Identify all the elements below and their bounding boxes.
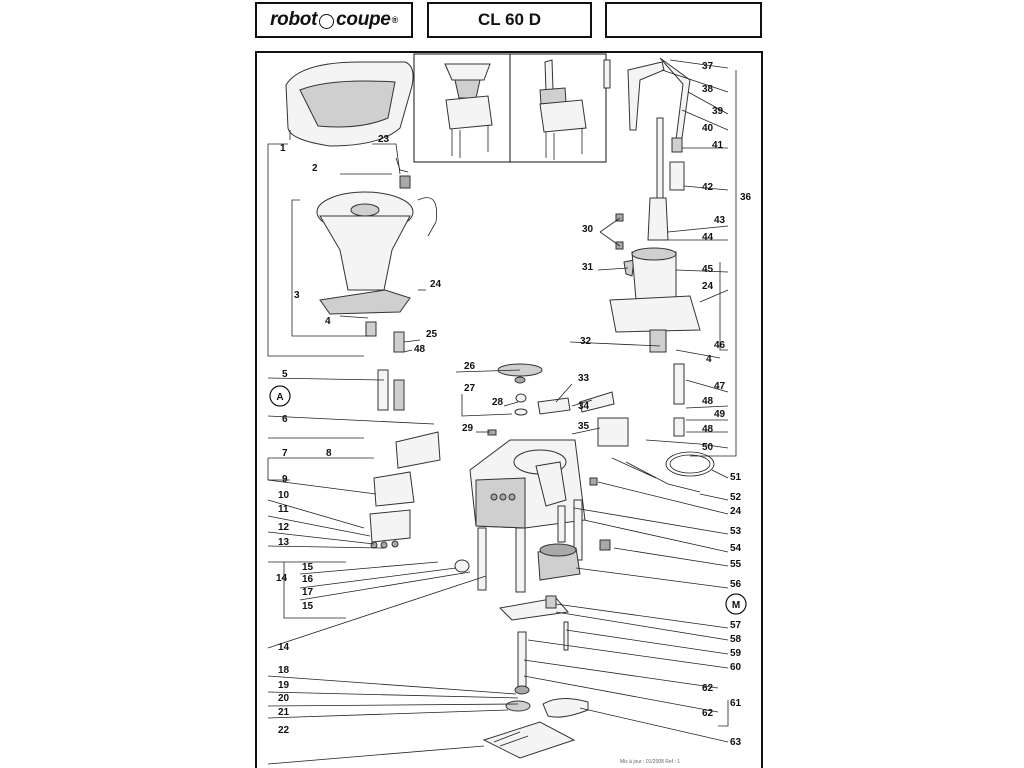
- part-motor: [454, 539, 611, 759]
- part-label-52: 52: [730, 492, 742, 503]
- part-label-36: 36: [740, 192, 752, 203]
- part-label-42: 42: [702, 182, 714, 193]
- part-label-61: 61: [730, 698, 742, 709]
- part-label-30: 30: [582, 224, 594, 235]
- part-label-12: 12: [278, 522, 290, 533]
- model-title-box: CL 60 D: [427, 2, 592, 38]
- brand-name-left: robot: [270, 9, 318, 30]
- registered-mark: ®: [391, 15, 399, 25]
- part-pusher-assembly: [603, 57, 701, 445]
- part-label-20: 20: [278, 693, 290, 704]
- part-label-53: 53: [730, 526, 742, 537]
- part-label-35: 35: [578, 421, 590, 432]
- part-label-18: 18: [278, 665, 290, 676]
- footer-note: Mis à jour : 01/2008 Ref : 1: [620, 759, 681, 765]
- model-title: CL 60 D: [478, 10, 541, 29]
- part-label-56: 56: [730, 579, 742, 590]
- part-label-62a: 62: [702, 683, 714, 694]
- thumb-machine-pusher: [539, 59, 587, 160]
- part-label-33: 33: [578, 373, 590, 384]
- part-label-24b: 24: [702, 281, 714, 292]
- part-label-54: 54: [730, 543, 742, 554]
- part-label-45: 45: [702, 264, 714, 275]
- part-label-23: 23: [378, 134, 390, 145]
- part-label-37: 37: [702, 61, 714, 72]
- part-label-48c: 48: [702, 424, 714, 435]
- blank-header-box: [605, 2, 762, 38]
- part-label-1: 1: [280, 143, 286, 154]
- part-label-22: 22: [278, 725, 290, 736]
- svg-text:M: M: [732, 600, 740, 611]
- part-label-4: 4: [325, 316, 331, 327]
- part-machine-base: [469, 439, 586, 593]
- part-label-46: 46: [714, 340, 726, 351]
- brand-name-right: coupe: [336, 9, 391, 30]
- part-label-32: 32: [580, 336, 592, 347]
- part-label-14b: 14: [278, 642, 290, 653]
- part-label-63: 63: [730, 737, 742, 748]
- part-label-40: 40: [702, 123, 714, 134]
- part-label-26: 26: [464, 361, 476, 372]
- part-label-17: 17: [302, 587, 314, 598]
- part-label-39: 39: [712, 106, 724, 117]
- part-label-41: 41: [712, 140, 724, 151]
- part-label-4b: 4: [706, 354, 712, 365]
- part-switches-and-cables: [369, 369, 715, 549]
- part-label-31: 31: [582, 262, 594, 273]
- part-label-15a: 15: [302, 562, 314, 573]
- part-label-9: 9: [282, 474, 288, 485]
- callout-m: M: [725, 593, 747, 615]
- part-label-59: 59: [730, 648, 742, 659]
- part-label-16: 16: [302, 574, 314, 585]
- part-label-48: 48: [414, 344, 426, 355]
- part-label-10: 10: [278, 490, 290, 501]
- leader-lines: [267, 59, 737, 765]
- part-label-38: 38: [702, 84, 714, 95]
- part-label-8: 8: [326, 448, 332, 459]
- inset-thumbnails: [413, 53, 607, 163]
- part-label-19: 19: [278, 680, 290, 691]
- part-label-24: 24: [430, 279, 442, 290]
- part-hopper: [285, 61, 414, 147]
- part-label-5: 5: [282, 369, 288, 380]
- part-label-48b: 48: [702, 396, 714, 407]
- part-label-51: 51: [730, 472, 742, 483]
- part-label-43: 43: [714, 215, 726, 226]
- callout-a: A: [269, 385, 291, 407]
- part-label-24c: 24: [730, 506, 742, 517]
- part-label-7: 7: [282, 448, 288, 459]
- part-label-49: 49: [714, 409, 726, 420]
- svg-text:A: A: [276, 392, 283, 403]
- part-label-50: 50: [702, 442, 714, 453]
- part-label-47: 47: [714, 381, 726, 392]
- part-label-21: 21: [278, 707, 290, 718]
- part-label-27: 27: [464, 383, 476, 394]
- part-feed-head: [316, 157, 437, 353]
- part-label-44: 44: [702, 232, 714, 243]
- part-label-2: 2: [312, 163, 318, 174]
- part-label-60: 60: [730, 662, 742, 673]
- part-label-6: 6: [282, 414, 288, 425]
- part-label-28: 28: [492, 397, 504, 408]
- part-label-11: 11: [278, 504, 289, 515]
- part-label-29: 29: [462, 423, 474, 434]
- diagram-frame: [255, 51, 763, 768]
- part-label-15b: 15: [302, 601, 314, 612]
- thumb-machine-hopper: [444, 63, 493, 158]
- part-label-62b: 62: [702, 708, 714, 719]
- brand-logo-box: robot coupe ®: [255, 2, 413, 38]
- part-label-3: 3: [294, 290, 300, 301]
- part-label-25: 25: [426, 329, 438, 340]
- part-label-14a: 14: [276, 573, 288, 584]
- part-label-55: 55: [730, 559, 742, 570]
- part-label-13: 13: [278, 537, 290, 548]
- part-label-34: 34: [578, 401, 590, 412]
- part-label-58: 58: [730, 634, 742, 645]
- part-label-57: 57: [730, 620, 742, 631]
- brand-separator-icon: [319, 13, 335, 29]
- part-number-labels: 1 2 3 4 23 24 25 48 5 6 7 8 9 10 11 12 1…: [276, 61, 752, 748]
